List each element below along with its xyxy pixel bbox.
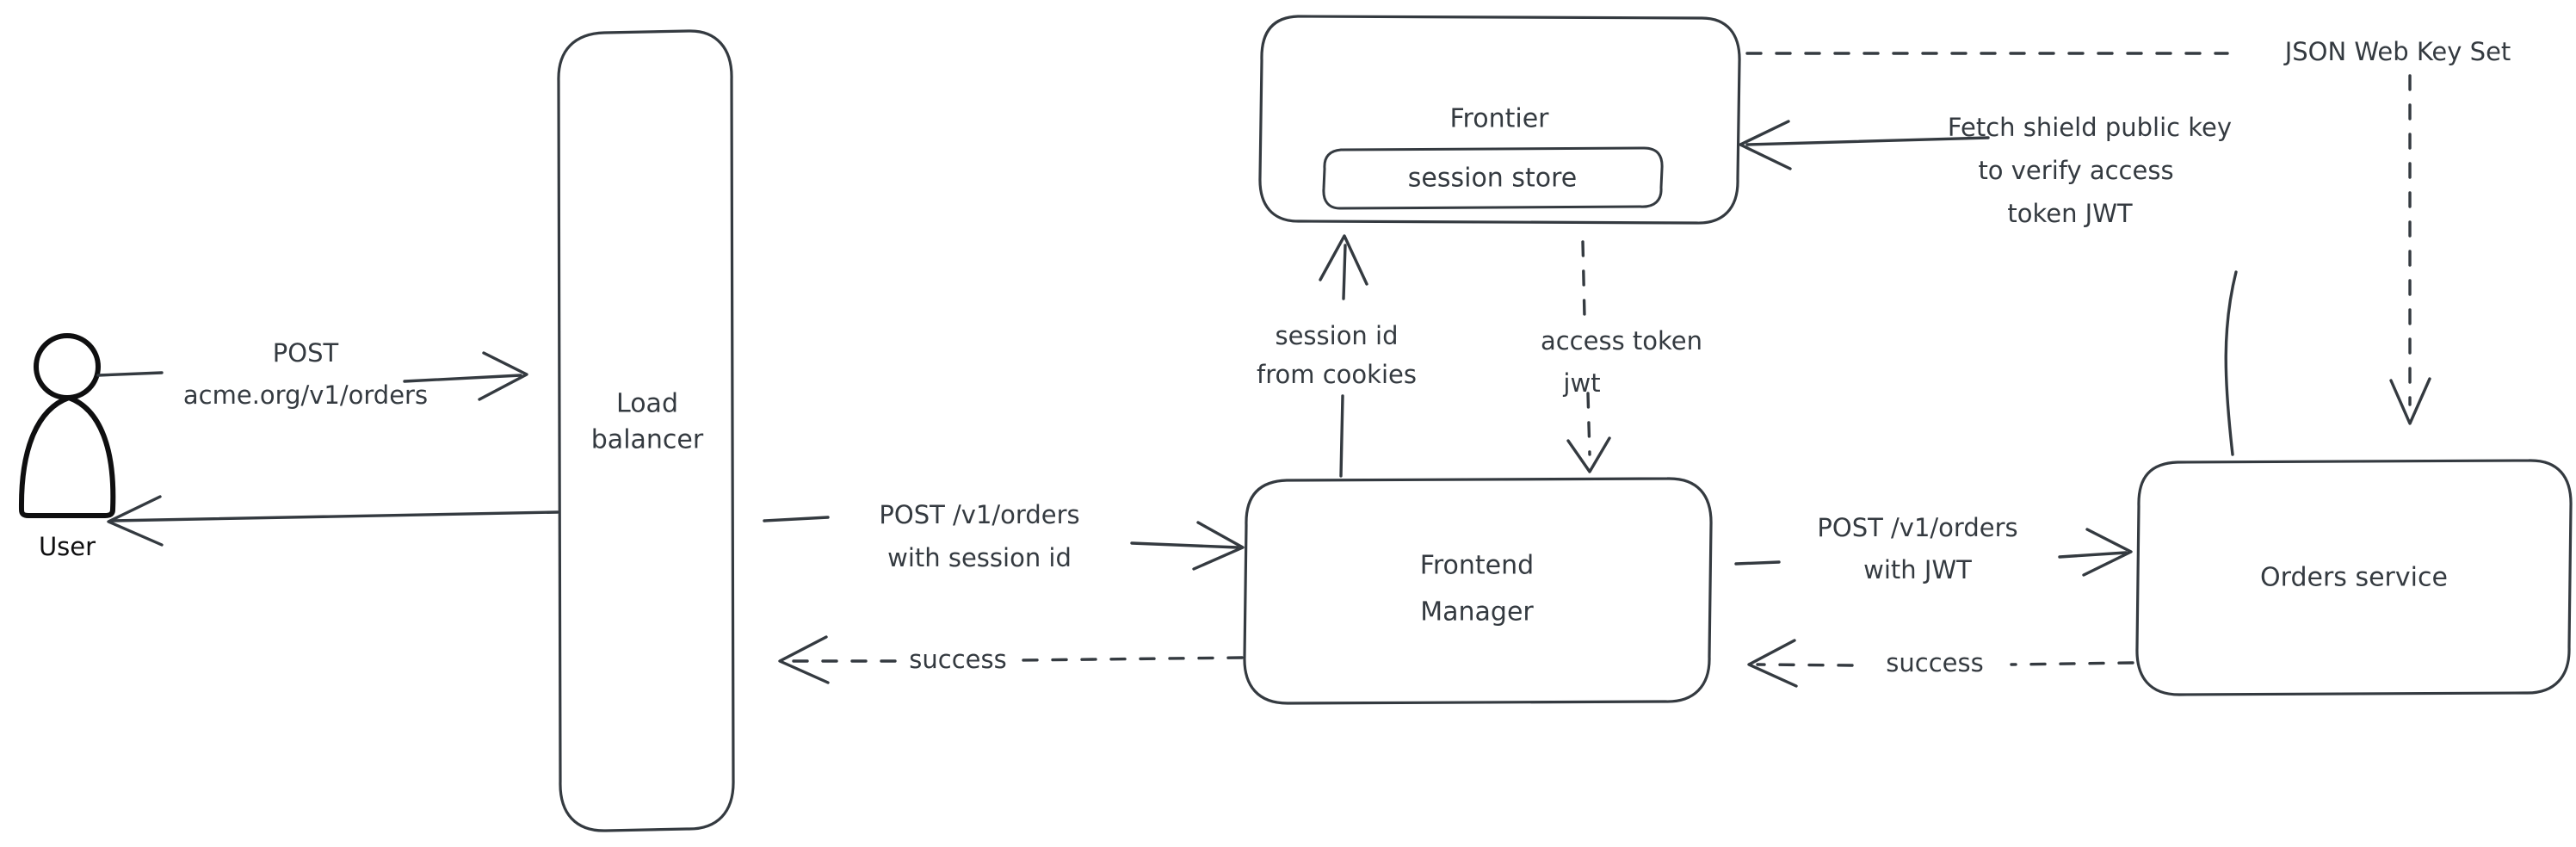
edge-frontier-to-fm-token-label-line1: access token [1541,326,1702,355]
actor-user[interactable]: User [18,333,116,561]
edge-orders-to-frontier-fetch-label-line1: Fetch shield public key [1948,113,2232,142]
edge-fm-to-orders: POST /v1/orders with JWT [1734,513,2133,584]
node-session-store[interactable]: session store [1322,146,1664,210]
node-orders-service-label: Orders service [2260,563,2448,593]
edge-fm-to-orders-label-line2: with JWT [1863,555,1972,584]
node-frontier[interactable]: Frontier session store [1258,15,1741,225]
edge-orders-to-fm-success-label: success [1886,648,1983,677]
edge-orders-to-fm-success: success [1747,639,2134,688]
edge-fm-to-frontier-session-label-line2: from cookies [1257,360,1417,389]
edge-fm-to-orders-label-line1: POST /v1/orders [1817,513,2017,542]
node-load-balancer-label-line2: balancer [591,425,704,455]
edge-frontier-to-fm-token-label-line2: jwt [1562,368,1600,398]
edge-orders-to-frontier-fetch-label-line3: token JWT [2007,199,2133,228]
edge-fm-to-lb-success-label: success [909,645,1006,674]
edge-lb-to-fm-label-line1: POST /v1/orders [879,500,1079,529]
edge-frontier-to-orders-jwks: JSON Web Key Set [1745,37,2511,425]
person-icon [18,333,116,518]
edge-user-to-lb-label-line1: POST [273,338,339,368]
edge-user-to-lb: POST acme.org/v1/orders [96,338,528,410]
edge-lb-to-fm: POST /v1/orders with session id [763,500,1245,572]
edge-fm-to-lb-success: success [778,635,1244,684]
actor-user-label: User [39,532,96,561]
node-load-balancer[interactable]: Load balancer [557,29,735,832]
node-load-balancer-label-line1: Load [616,389,678,419]
edge-user-to-lb-label-line2: acme.org/v1/orders [183,380,428,410]
edge-lb-to-fm-label-line2: with session id [887,543,1072,572]
node-frontier-label: Frontier [1449,104,1549,134]
node-frontend-manager-label-line2: Manager [1420,597,1534,628]
edge-lb-to-user [107,495,559,547]
edge-orders-to-frontier-fetch-label-line2: to verify access [1978,156,2173,185]
edge-frontier-to-orders-jwks-label: JSON Web Key Set [2283,37,2511,66]
edge-fm-to-frontier-session: session id from cookies [1257,234,1417,478]
node-session-store-label: session store [1408,164,1577,194]
edge-fm-to-frontier-session-label-line1: session id [1275,321,1398,350]
node-orders-service[interactable]: Orders service [2135,459,2573,696]
node-frontend-manager-label-line1: Frontend [1420,551,1534,581]
edge-frontier-to-fm-token: access token jwt [1541,240,1702,473]
edge-orders-to-frontier-fetch: Fetch shield public key to verify access… [1739,113,2238,456]
node-frontend-manager[interactable]: Frontend Manager [1243,477,1713,705]
